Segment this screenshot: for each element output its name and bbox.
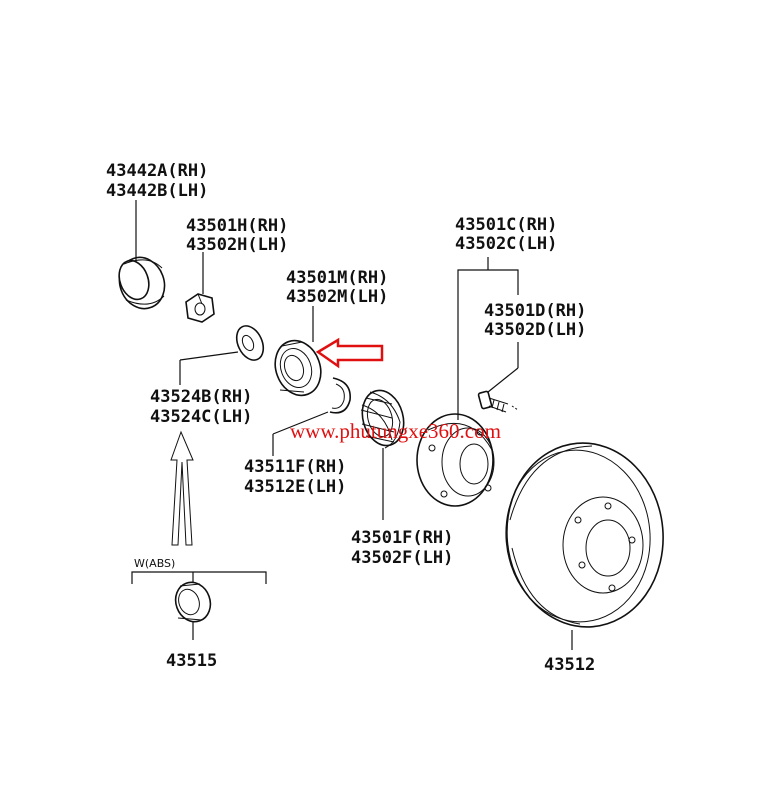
inner-bearing-part <box>360 389 405 449</box>
outer-bearing-part <box>274 339 322 397</box>
label-43512: 43512 <box>544 655 595 675</box>
thrust-washer-part <box>235 325 265 361</box>
brake-disc-part <box>505 442 664 628</box>
highlight-arrow <box>315 337 384 369</box>
label-43511f-rh: 43511F(RH) <box>244 457 346 477</box>
wheel-hub-part <box>416 413 495 507</box>
hub-bolt-part <box>477 390 519 413</box>
watermark: www.phutungxe360.com <box>290 419 501 443</box>
leader-43524 <box>179 351 239 361</box>
leader-43511f <box>272 411 329 435</box>
abs-group-label: W(ABS) <box>134 557 175 570</box>
label-43501h-rh: 43501H(RH) <box>186 216 288 236</box>
label-43501m-rh: 43501M(RH) <box>286 268 388 288</box>
abs-group-bracket <box>131 571 267 584</box>
label-43512e-lh: 43512E(LH) <box>244 477 346 497</box>
snap-ring-part <box>329 377 351 414</box>
label-43502c-lh: 43502C(LH) <box>455 234 557 254</box>
label-43524b-rh: 43524B(RH) <box>150 387 252 407</box>
abs-sensor-rotor-part <box>174 581 212 623</box>
abs-reference-arrow <box>170 430 194 546</box>
label-43501d-rh: 43501D(RH) <box>484 301 586 321</box>
label-43501f-rh: 43501F(RH) <box>351 528 453 548</box>
label-43502f-lh: 43502F(LH) <box>351 548 453 568</box>
label-43524c-lh: 43524C(LH) <box>150 407 252 427</box>
grease-cap-part <box>118 256 166 310</box>
label-43442-lh: 43442B(LH) <box>106 181 208 201</box>
label-43501m-lh: 43502M(LH) <box>286 287 388 307</box>
label-43501h-lh: 43502H(LH) <box>186 235 288 255</box>
label-43442-rh: 43442A(RH) <box>106 161 208 181</box>
label-43502d-lh: 43502D(LH) <box>484 320 586 340</box>
label-43515: 43515 <box>166 651 217 671</box>
lock-nut-part <box>185 293 215 323</box>
label-43501c-rh: 43501C(RH) <box>455 215 557 235</box>
